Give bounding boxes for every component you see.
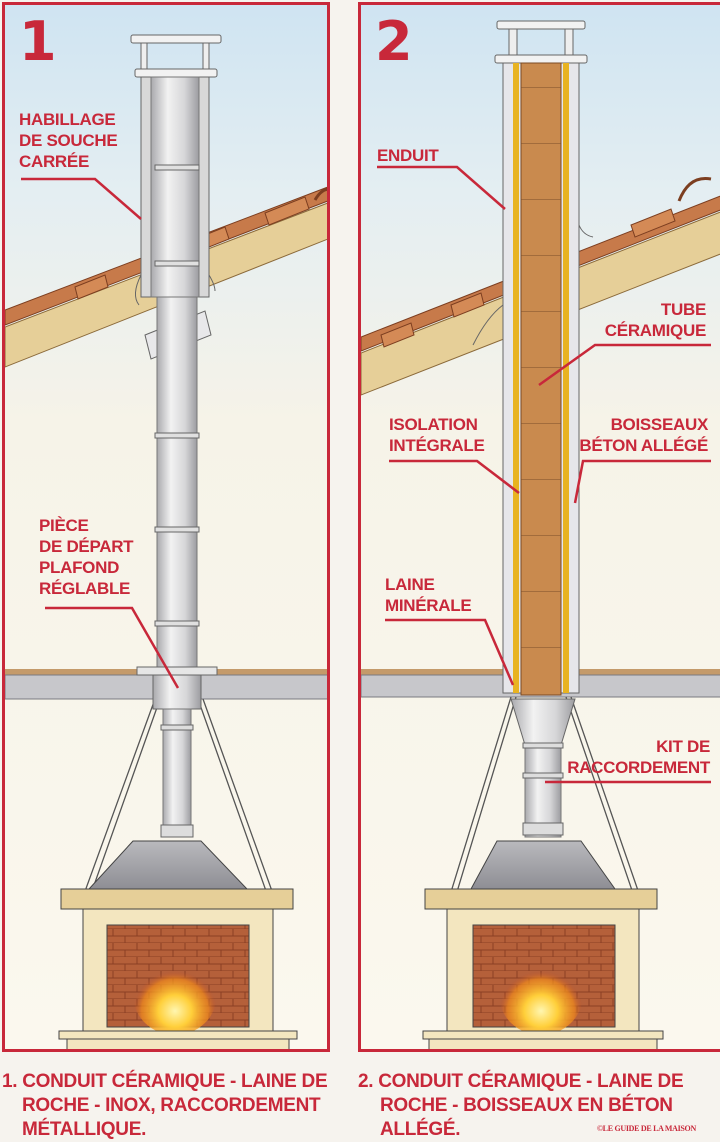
panel-number: 1: [19, 10, 57, 73]
leader-lines: [377, 165, 711, 784]
caption-panel-1: 1. CONDUIT CÉRAMIQUE - LAINE DE ROCHE - …: [2, 1071, 328, 1140]
label-habillage-de-souche: HABILLAGE DE SOUCHE CARRÉE: [19, 110, 118, 171]
panel-1-illustration: [5, 34, 327, 1049]
caption-panel-2: 2. CONDUIT CÉRAMIQUE - LAINE DE ROCHE - …: [358, 1071, 684, 1140]
stainless-flue-pipe: [136, 164, 218, 838]
panel-number: 2: [375, 10, 413, 73]
mineral-wool-left: [513, 63, 519, 693]
ceramic-tube: [520, 62, 562, 696]
label-kit-raccordement: KIT DE RACCORDEMENT: [567, 737, 710, 777]
label-piece-de-depart: PIÈCE DE DÉPART PLAFOND RÉGLABLE: [39, 516, 134, 598]
chimney-cap: [494, 20, 588, 64]
fireplace: [422, 840, 664, 1049]
label-laine-minerale: LAINE MINÉRALE: [385, 575, 472, 615]
square-stack-casing: [130, 34, 222, 306]
copyright-notice: ©LE GUIDE DE LA MAISON: [597, 1124, 696, 1133]
mineral-wool-right: [563, 63, 569, 693]
label-enduit: ENDUIT: [377, 146, 439, 165]
panel-1-stainless-flue: 1 HABILLAGE DE SOUCHE CARRÉE PIÈCE DE DÉ…: [2, 2, 330, 1052]
label-tube-ceramique: TUBE CÉRAMIQUE: [604, 300, 707, 340]
connection-kit: [510, 698, 576, 838]
panel-2-ceramic-flue: 2 ENDUIT TUBE CÉRAMIQUE ISOLATION INTÉGR…: [358, 2, 720, 1052]
label-isolation-integrale: ISOLATION INTÉGRALE: [389, 415, 485, 455]
panel-2-illustration: [361, 20, 720, 1049]
label-boisseaux-beton: BOISSEAUX BÉTON ALLÉGÉ: [579, 415, 708, 455]
leader-lines: [21, 177, 180, 689]
fireplace: [58, 840, 298, 1049]
